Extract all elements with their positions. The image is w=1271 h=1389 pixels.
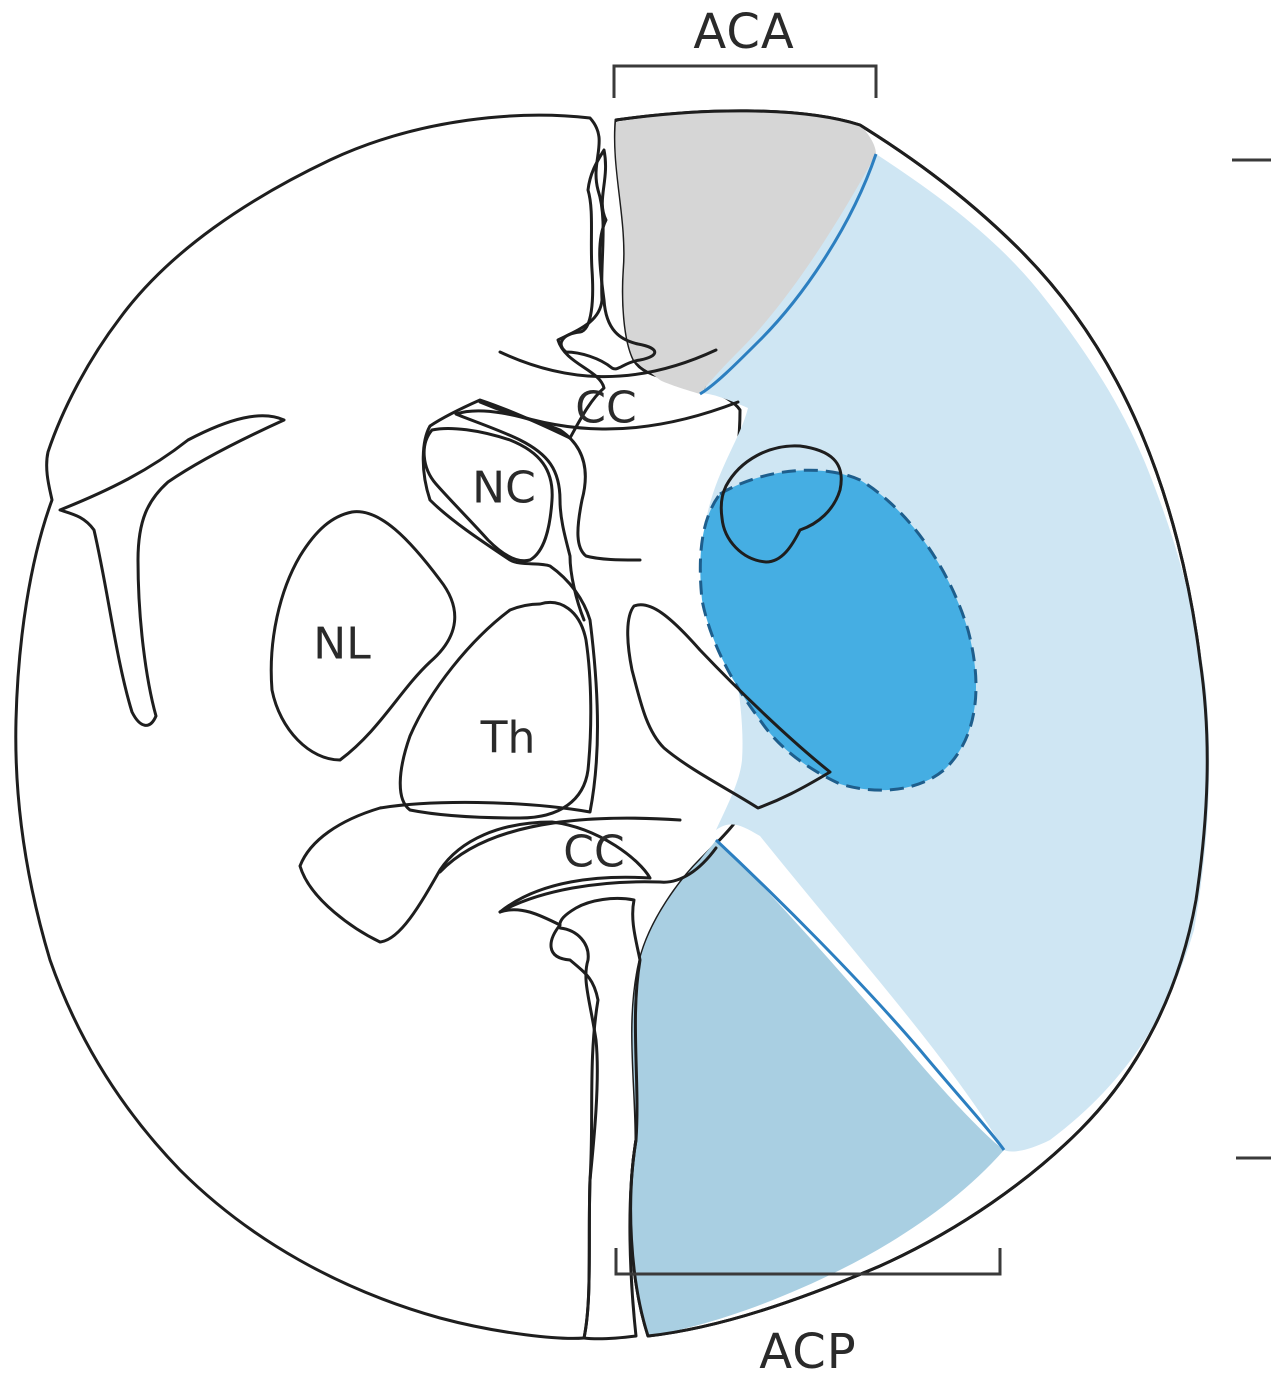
left-hemisphere: [16, 115, 650, 1338]
label-nl: NL: [313, 619, 371, 670]
corpus-callosum-lower-arc-1: [440, 818, 680, 872]
thalamus: [400, 603, 591, 819]
label-aca: ACA: [693, 4, 794, 60]
label-nc: NC: [472, 463, 536, 514]
aca-bracket: [614, 66, 876, 98]
lateral-ventricle-frontal-horn: [456, 411, 640, 620]
left-sulcus: [60, 416, 284, 726]
label-cc-lower: CC: [563, 827, 624, 878]
label-cc-upper: CC: [575, 383, 636, 434]
label-acp: ACP: [759, 1324, 856, 1380]
label-th: Th: [480, 713, 536, 764]
